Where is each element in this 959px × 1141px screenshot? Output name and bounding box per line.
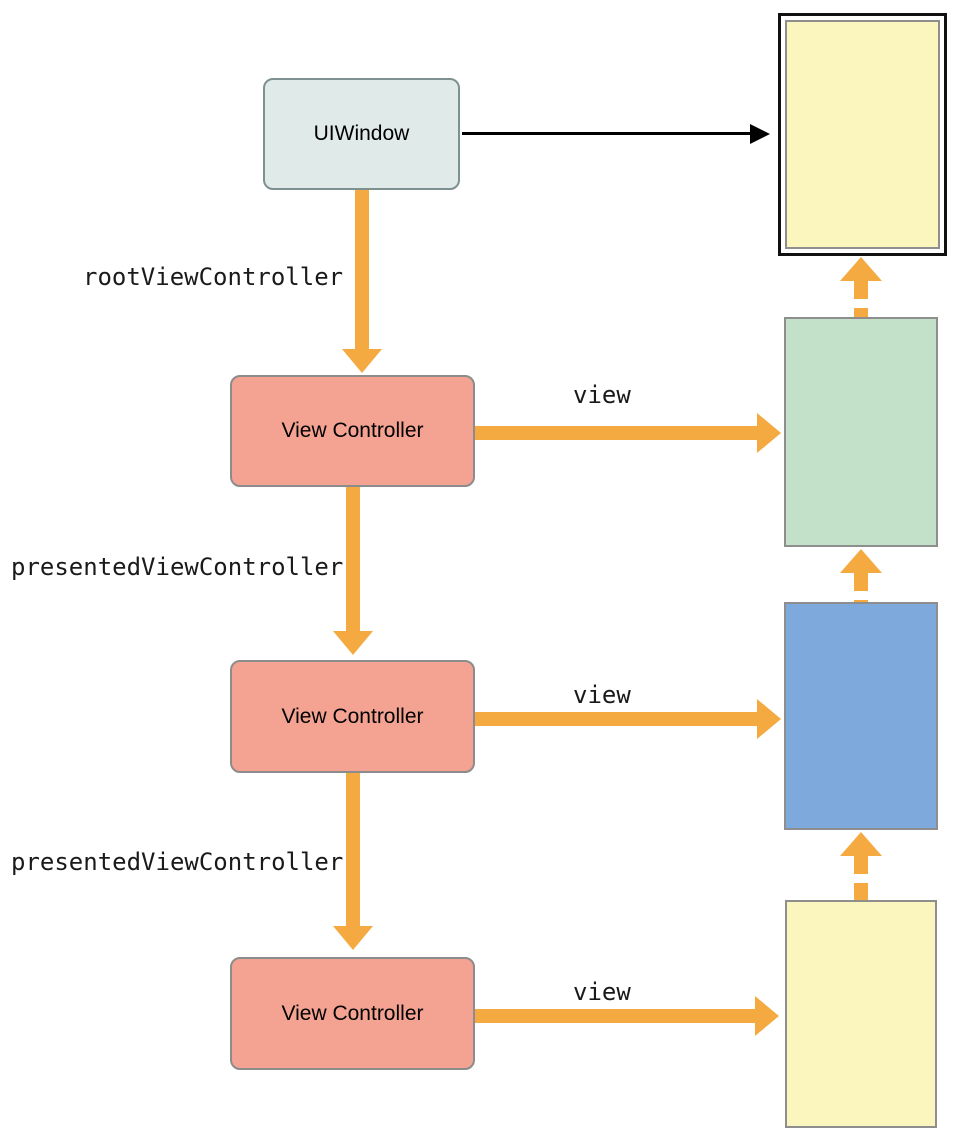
window-to-screen-arrow <box>462 124 770 144</box>
window-content-screen <box>785 20 940 249</box>
arrow-shaft <box>854 856 868 900</box>
uiwindow-node: UIWindow <box>263 78 460 190</box>
screen-swap-dashed-arrow-3 <box>840 832 882 900</box>
arrow-shaft <box>475 1009 755 1023</box>
arrow-head <box>840 549 882 573</box>
arrow-head <box>342 349 382 373</box>
arrow-shaft <box>854 573 868 602</box>
arrow-head <box>757 699 781 739</box>
arrow-shaft <box>346 773 360 926</box>
view-controller-label-2: View Controller <box>281 704 424 728</box>
presented-view-controller-label-1: presentedViewController <box>11 553 344 581</box>
arrow-head <box>757 413 781 453</box>
window-screen-frame <box>778 13 947 256</box>
view-label-1: view <box>573 381 631 409</box>
arrow-head <box>840 257 882 281</box>
root-view-controller-arrow <box>342 190 382 373</box>
arrow-head <box>840 832 882 856</box>
arrow-head <box>755 996 779 1036</box>
arrow-shaft <box>355 190 369 349</box>
arrow-shaft <box>475 712 757 726</box>
view-controller-label-3: View Controller <box>281 1001 424 1025</box>
presented-view-controller-arrow-2 <box>333 773 373 950</box>
view-controller-node-1: View Controller <box>230 375 475 487</box>
view-controller-node-3: View Controller <box>230 957 475 1070</box>
arrow-head <box>750 124 770 144</box>
arrow-line <box>462 132 752 135</box>
uiwindow-label: UIWindow <box>313 122 410 145</box>
view-label-2: view <box>573 681 631 709</box>
arrow-shaft <box>346 487 360 631</box>
view-label-3: view <box>573 978 631 1006</box>
root-view-screen-green <box>784 317 938 547</box>
presented-view-screen-yellow <box>785 900 937 1128</box>
root-view-controller-label: rootViewController <box>83 263 344 291</box>
screen-swap-dashed-arrow-1 <box>840 257 882 317</box>
view-arrow-3 <box>475 996 779 1036</box>
arrow-head <box>333 926 373 950</box>
presented-view-screen-blue <box>784 602 938 830</box>
arrow-shaft <box>475 426 757 440</box>
presented-view-controller-arrow-1 <box>333 487 373 655</box>
view-controller-node-2: View Controller <box>230 660 475 773</box>
view-arrow-1 <box>475 413 781 453</box>
arrow-shaft <box>854 281 868 317</box>
presented-view-controller-label-2: presentedViewController <box>11 848 344 876</box>
screen-swap-dashed-arrow-2 <box>840 549 882 602</box>
view-arrow-2 <box>475 699 781 739</box>
arrow-head <box>333 631 373 655</box>
view-controller-label-1: View Controller <box>281 419 424 442</box>
